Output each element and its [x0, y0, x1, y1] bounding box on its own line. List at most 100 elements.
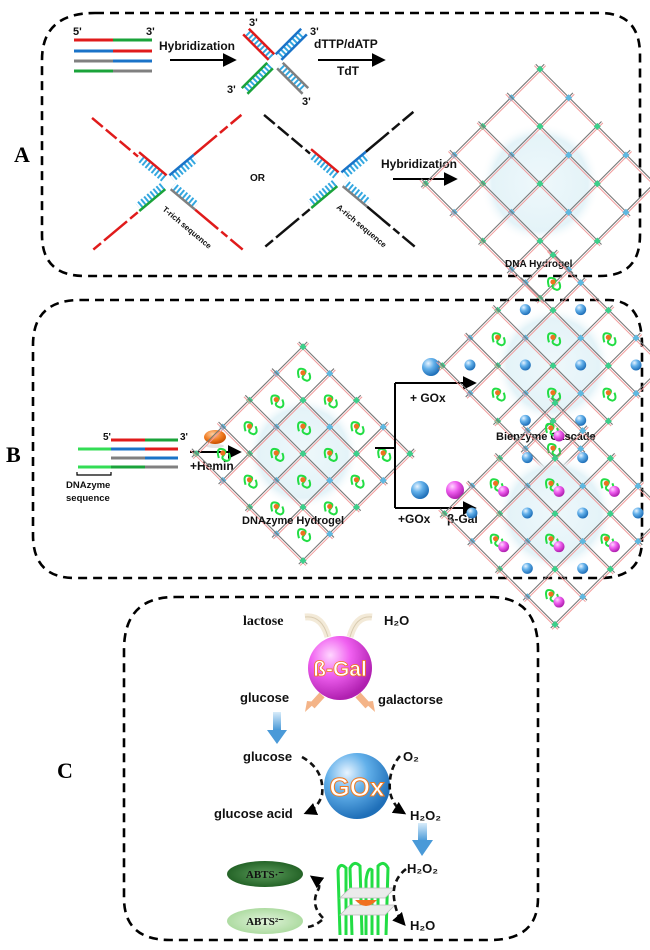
hydrogel-junction [551, 454, 559, 462]
abts-reduced-ellipse [227, 908, 303, 934]
abts-oxidation-arrow [309, 875, 325, 919]
hybridization-label-2: Hybridization [381, 157, 457, 171]
hemin-label: +Hemin [190, 459, 234, 473]
gox-dot-icon [464, 359, 476, 371]
strand-3prime-label: 3' [146, 26, 155, 38]
hydrogel-strand [465, 332, 586, 453]
bgal-glucose-label: glucose [240, 690, 289, 705]
oxygen-reduction-arrow [388, 755, 407, 815]
hydrogel-strand [465, 482, 586, 603]
g-quadruplex-dnazyme [336, 861, 396, 936]
hemin-dot-icon [300, 370, 306, 376]
hydrogel-junction [299, 557, 307, 565]
hemin-dot-icon [548, 480, 554, 486]
hydrogel-junction [326, 530, 334, 538]
dnazyme-sequence-label-line1: DNAzyme [66, 480, 110, 491]
dttp-datp-label: dTTP/dATP [314, 37, 378, 51]
hydrogel-strand [467, 480, 588, 601]
hemin-dot-icon [300, 477, 306, 483]
glucose-oxidation-arrow [301, 755, 324, 815]
gox-glucose-label: glucose [243, 749, 292, 764]
hemin-dot-icon [493, 536, 499, 542]
panel-c: C lactose H₂O ß-Gal glucose galactorse g… [57, 595, 540, 942]
gox-dot-icon [577, 452, 589, 464]
bienzyme-hydrogel-network [436, 249, 650, 482]
hemin-dot-icon [273, 450, 279, 456]
dnazyme-hydrogel-network [190, 341, 416, 566]
panel-c-frame [122, 595, 540, 942]
hydrogel-junction [536, 122, 544, 130]
hemin-dot-icon [353, 423, 360, 429]
hrp-h2o2-label: H₂O₂ [407, 861, 438, 876]
panel-a-label: A [14, 142, 30, 167]
glucose-transfer-arrow [273, 712, 281, 730]
t-rich-sequence-label: T-rich sequence [161, 205, 214, 251]
hemin-dot-icon [605, 390, 611, 396]
hemin-dot-icon [327, 450, 333, 456]
starting-strands: 5' 3' [73, 26, 155, 73]
hydrogel-junction [579, 427, 587, 435]
hydrogel-junction [577, 279, 585, 287]
abts-reduced-label: ABTS²⁻ [246, 916, 284, 928]
hemin-dot-icon [246, 423, 253, 429]
b-strand-5prime-label: 5' [103, 432, 111, 443]
tdt-label: TdT [337, 64, 360, 78]
dnazyme-strands: 5' 3' [76, 432, 188, 476]
hydrogel-strand [438, 509, 559, 630]
hydrogel-junction [551, 399, 559, 407]
b-strand-3prime-label: 3' [180, 432, 188, 443]
abts-oxidized-label: ABTS·⁻ [246, 869, 284, 881]
hydrogel-strand [190, 449, 307, 566]
hydrogel-junction [299, 343, 307, 351]
hemin-dot-icon [495, 334, 501, 340]
glucose-output-arrow [309, 692, 325, 709]
bgal-dot-icon [553, 485, 565, 497]
gox-dot-icon [577, 507, 589, 519]
dna-hydrogel-network [419, 63, 650, 304]
gox-enzyme-label: GOx [330, 772, 385, 802]
bgal-enzyme-sphere [308, 636, 372, 700]
hemin-dot-icon [548, 536, 554, 542]
bienzyme-cascade-label: Bienzyme Cascade [496, 431, 596, 443]
galactose-output-arrow [355, 692, 371, 709]
t-rich-junction [91, 113, 244, 251]
junction-3prime-right: 3' [310, 26, 319, 38]
branch-bottom-gox-label: +GOx [398, 512, 431, 526]
bgal-dot-icon [498, 485, 510, 497]
hemin-dot-icon [550, 279, 556, 285]
or-label: OR [250, 173, 266, 184]
dnazyme-hydrogel-label: DNAzyme Hydrogel [242, 515, 344, 527]
panel-a-frame [40, 11, 642, 278]
hemin-dot-icon [300, 423, 306, 429]
gox-dot-icon [630, 359, 642, 371]
hemin-dot-icon [327, 396, 333, 403]
junction-3prime-bottom: 3' [302, 96, 311, 108]
abts-oxidized-ellipse [227, 861, 303, 887]
hemin-dot-icon [550, 334, 556, 340]
hemin-dot-icon [380, 450, 386, 456]
junction-3prime-top: 3' [249, 17, 258, 29]
gox-dot-icon [521, 452, 533, 464]
hydrogel-junction [549, 251, 557, 259]
gox-dot-icon [577, 562, 589, 574]
gox-dot-icon [575, 304, 587, 316]
hemin-dot-icon [495, 390, 501, 396]
bgal-dot-icon [553, 541, 565, 553]
hemin-cofactor-icon [355, 900, 377, 906]
gox-dot-icon [519, 304, 531, 316]
panel-c-label: C [57, 758, 73, 783]
bgal-dot-icon [553, 596, 565, 608]
panel-b-frame [31, 298, 644, 580]
panel-b: B 5' 3' DNAzyme sequence +Hemin DNAzyme … [6, 249, 650, 630]
gox-dot-icon [519, 414, 531, 426]
water-input-arrow [346, 613, 373, 639]
dnazyme-bracket [76, 472, 112, 476]
dna-hydrogel-label: DNA Hydrogel [505, 259, 573, 270]
gox-dot-icon [632, 507, 644, 519]
junction-3prime-left: 3' [227, 84, 236, 96]
hydrogel-junction [536, 65, 544, 73]
oxygen-label: O₂ [403, 749, 419, 764]
bgal-enzyme-label: ß-Gal [313, 658, 367, 681]
hydrogel-junction [549, 306, 557, 314]
